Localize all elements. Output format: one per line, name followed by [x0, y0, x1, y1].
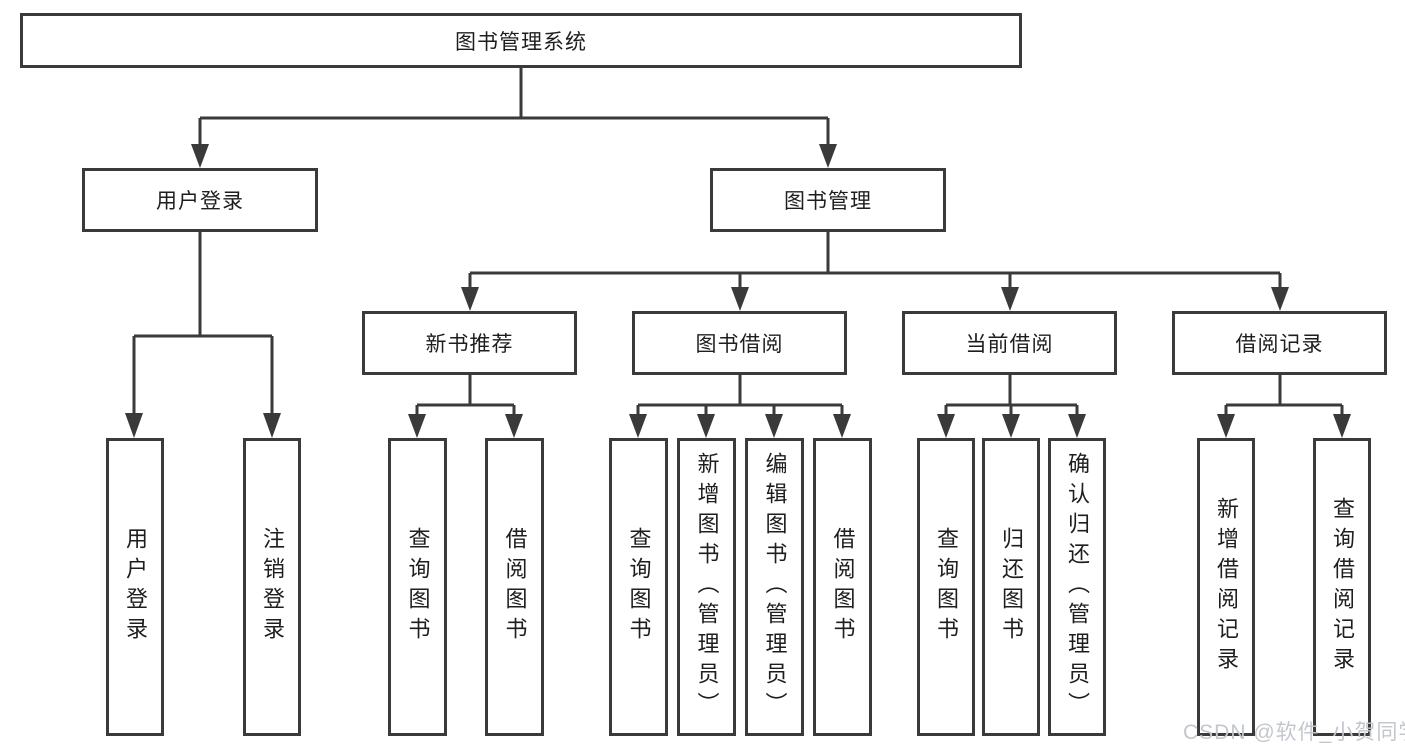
leaf-edit-book-admin-label: 编辑图书（管理员） [762, 452, 788, 722]
node-book-borrow: 图书借阅 [632, 311, 847, 375]
node-book-borrow-label: 图书借阅 [695, 333, 784, 356]
node-current-borrow-label: 当前借阅 [965, 333, 1054, 356]
leaf-edit-book-admin: 编辑图书（管理员） [745, 438, 804, 736]
leaf-query-borrow-record: 查询借阅记录 [1313, 438, 1371, 736]
leaf-query-books-current-label: 查询图书 [934, 527, 959, 647]
leaf-borrow-books-recommend-label: 借阅图书 [502, 527, 528, 647]
node-new-book-recommend-label: 新书推荐 [425, 333, 514, 356]
leaf-add-borrow-record: 新增借阅记录 [1197, 438, 1255, 736]
arrowheads [125, 144, 1351, 438]
node-book-management: 图书管理 [710, 168, 946, 232]
leaf-add-book-admin: 新增图书（管理员） [677, 438, 736, 736]
leaf-borrow-books-label: 借阅图书 [830, 527, 856, 647]
node-user-login-label: 用户登录 [156, 190, 244, 213]
leaf-add-book-admin-label: 新增图书（管理员） [694, 452, 720, 722]
node-current-borrow: 当前借阅 [902, 311, 1117, 375]
leaf-confirm-return-admin-label: 确认归还（管理员） [1065, 452, 1090, 722]
watermark-text: CSDN @软件_小贺同学 [1183, 721, 1405, 744]
leaf-logout-label: 注销登录 [260, 527, 285, 647]
node-root-label: 图书管理系统 [455, 30, 587, 54]
node-book-management-label: 图书管理 [784, 190, 872, 213]
node-borrow-records-label: 借阅记录 [1235, 333, 1324, 356]
leaf-query-books-borrow-label: 查询图书 [626, 527, 652, 647]
node-user-login: 用户登录 [82, 168, 318, 232]
leaf-query-books-recommend: 查询图书 [388, 438, 447, 736]
leaf-borrow-books-recommend: 借阅图书 [485, 438, 544, 736]
leaf-add-borrow-record-label: 新增借阅记录 [1214, 497, 1239, 677]
node-borrow-records: 借阅记录 [1172, 311, 1387, 375]
leaf-return-book: 归还图书 [982, 438, 1040, 736]
leaf-query-books-borrow: 查询图书 [609, 438, 668, 736]
leaf-borrow-books: 借阅图书 [813, 438, 872, 736]
leaf-query-borrow-record-label: 查询借阅记录 [1330, 497, 1355, 677]
leaf-user-login: 用户登录 [106, 438, 164, 736]
node-new-book-recommend: 新书推荐 [362, 311, 577, 375]
leaf-logout: 注销登录 [243, 438, 301, 736]
leaf-user-login-label: 用户登录 [123, 527, 148, 647]
leaf-query-books-current: 查询图书 [917, 438, 975, 736]
leaf-query-books-recommend-label: 查询图书 [405, 527, 431, 647]
leaf-confirm-return-admin: 确认归还（管理员） [1048, 438, 1106, 736]
node-root: 图书管理系统 [20, 13, 1022, 68]
leaf-return-book-label: 归还图书 [999, 527, 1024, 647]
